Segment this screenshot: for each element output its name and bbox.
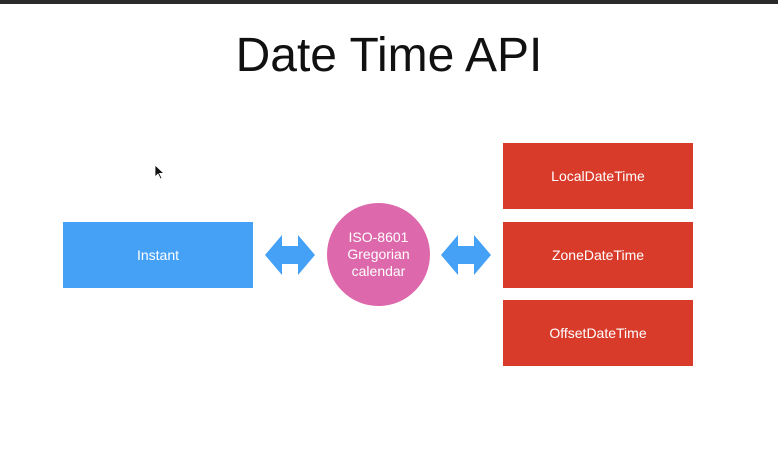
zone-date-time-box: ZoneDateTime <box>503 222 693 288</box>
circle-line-2: Gregorian <box>347 246 410 262</box>
double-arrow-icon <box>265 235 315 275</box>
double-arrow-icon <box>441 235 491 275</box>
iso-calendar-circle: ISO-8601 Gregorian calendar <box>327 203 430 306</box>
slide-title: Date Time API <box>235 29 543 82</box>
mouse-cursor-icon <box>154 164 166 180</box>
local-date-time-box: LocalDateTime <box>503 143 693 209</box>
instant-box: Instant <box>63 222 253 288</box>
circle-line-1: ISO-8601 <box>348 229 409 245</box>
offset-date-time-label: OffsetDateTime <box>549 325 647 341</box>
local-date-time-label: LocalDateTime <box>551 168 645 184</box>
instant-label: Instant <box>136 247 180 263</box>
top-bar <box>0 0 778 4</box>
zone-date-time-label: ZoneDateTime <box>551 247 645 263</box>
offset-date-time-box: OffsetDateTime <box>503 300 693 366</box>
circle-line-3: calendar <box>351 263 406 279</box>
